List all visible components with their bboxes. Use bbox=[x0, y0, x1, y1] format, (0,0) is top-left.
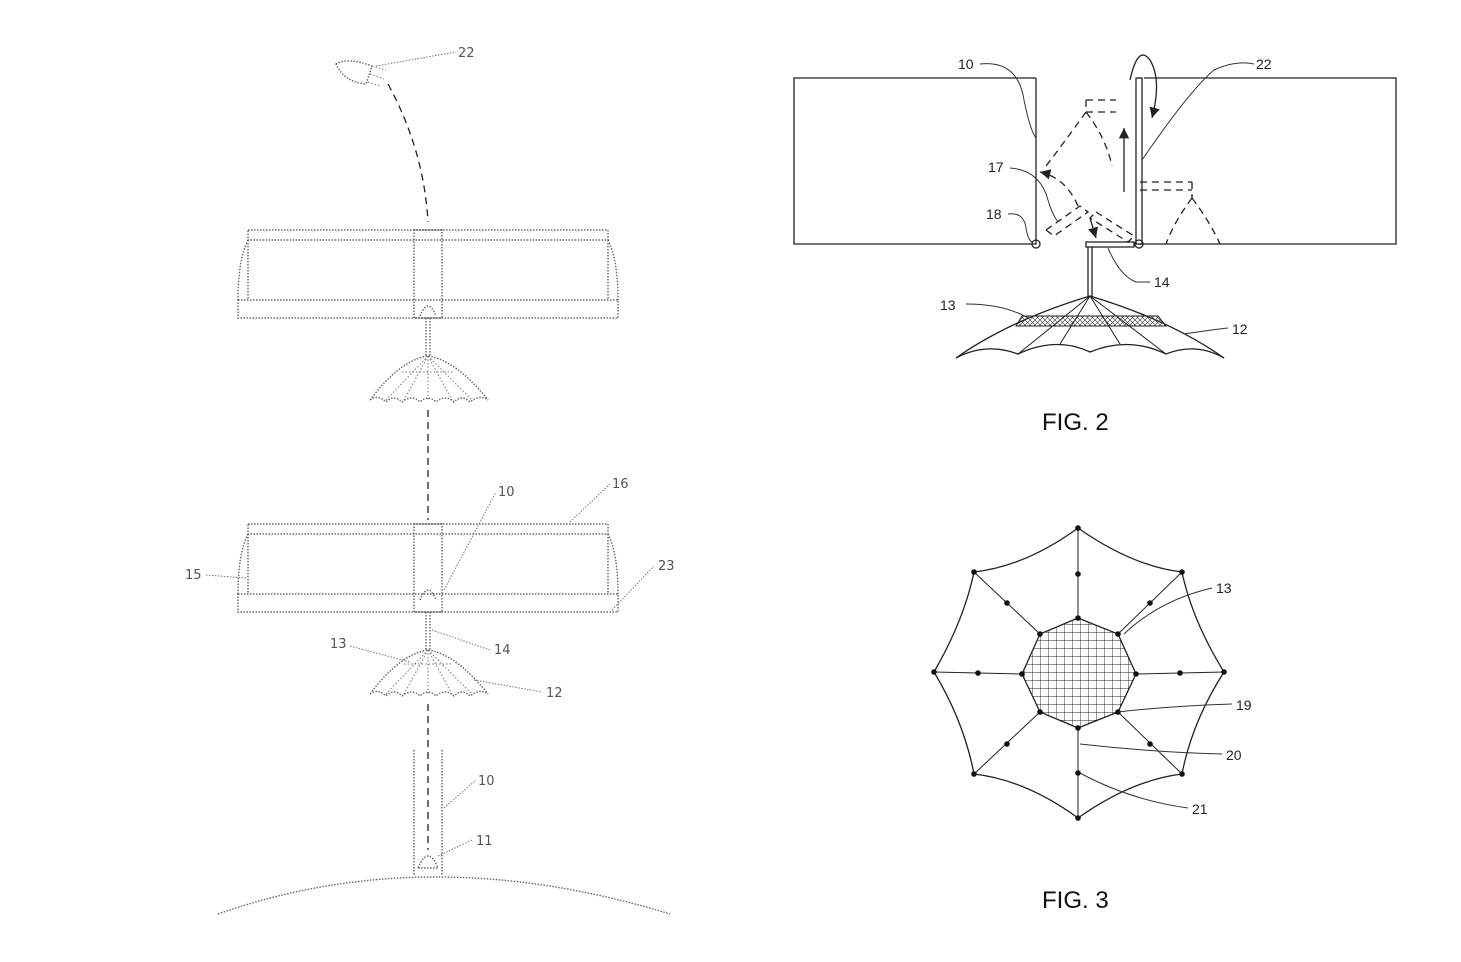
label-18: 18 bbox=[986, 206, 1002, 222]
label-13-fig1: 13 bbox=[330, 637, 347, 652]
label-23: 23 bbox=[658, 559, 675, 574]
figure-3: 13 19 20 21 FIG. 3 bbox=[931, 525, 1252, 914]
label-12-fig1: 12 bbox=[546, 686, 563, 701]
label-14-fig1: 14 bbox=[494, 643, 511, 658]
projectile-22 bbox=[336, 61, 386, 86]
label-15: 15 bbox=[185, 568, 202, 583]
fig-2-caption: FIG. 2 bbox=[1042, 409, 1109, 436]
label-10-fig1-lower: 10 bbox=[478, 774, 495, 789]
fig-3-caption: FIG. 3 bbox=[1042, 887, 1109, 914]
label-10-fig2: 10 bbox=[958, 56, 974, 72]
figure-1: 22 bbox=[185, 46, 675, 914]
label-16: 16 bbox=[612, 477, 629, 492]
label-19: 19 bbox=[1236, 697, 1252, 713]
label-21: 21 bbox=[1192, 801, 1208, 817]
umbrella-fig2 bbox=[956, 296, 1224, 358]
label-13-fig3: 13 bbox=[1216, 580, 1232, 596]
trajectory-path bbox=[388, 84, 428, 222]
ground-surface bbox=[218, 877, 670, 914]
label-12-fig2: 12 bbox=[1232, 321, 1248, 337]
label-20: 20 bbox=[1226, 747, 1242, 763]
label-22-fig1: 22 bbox=[458, 46, 475, 61]
label-13-fig2: 13 bbox=[940, 297, 956, 313]
upper-hub-assembly bbox=[238, 230, 618, 356]
label-10-fig1-upper: 10 bbox=[498, 485, 515, 500]
upper-canopy bbox=[370, 356, 488, 402]
lower-canopy bbox=[370, 650, 488, 696]
label-17: 17 bbox=[988, 159, 1004, 175]
label-22-fig2: 22 bbox=[1256, 56, 1272, 72]
label-14-fig2: 14 bbox=[1154, 274, 1170, 290]
lower-hub-assembly bbox=[238, 524, 618, 650]
label-11: 11 bbox=[476, 834, 493, 849]
figure-2: 10 22 17 18 14 13 12 FIG. 2 bbox=[794, 55, 1396, 436]
